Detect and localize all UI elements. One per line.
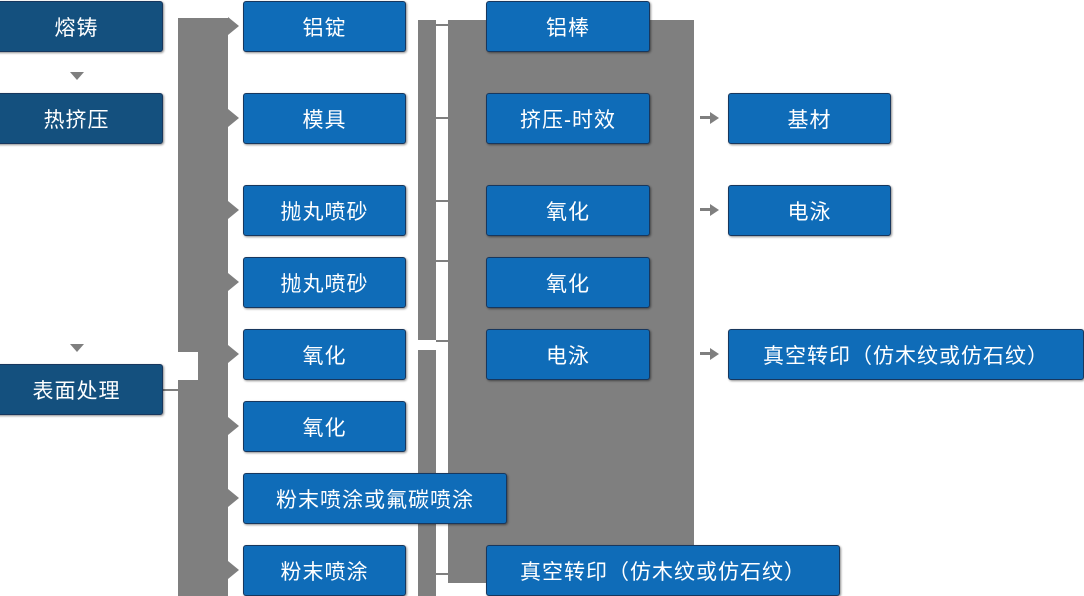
process-box-vacuum-transfer-c3[interactable]: 真空转印（仿木纹或仿石纹） [486,545,840,596]
process-label-aluminum-ingot: 铝锭 [302,16,347,40]
process-box-aluminum-ingot[interactable]: 铝锭 [243,1,406,52]
process-label-oxidation-c2-2: 氧化 [302,416,347,440]
connector-tip-1 [228,17,239,35]
process-label-mold: 模具 [302,108,347,132]
stage-box-hot-extrusion[interactable]: 热挤压 [0,93,163,144]
stage-label-hot-extrusion: 热挤压 [43,108,110,132]
connector-arrow-down-melting [70,72,84,80]
process-box-aluminum-bar[interactable]: 铝棒 [486,1,650,52]
process-box-powder-or-fluorocarbon-coating[interactable]: 粉末喷涂或氟碳喷涂 [243,473,507,524]
process-box-oxidation-c2-1[interactable]: 氧化 [243,329,406,380]
connector-tip-4 [228,273,239,291]
process-box-oxidation-c2-2[interactable]: 氧化 [243,401,406,452]
arrow-head-to-c4-2 [710,204,719,216]
connector-tick-m5 [436,340,450,342]
connector-tick-m2 [436,117,450,119]
stage-label-surface-treatment: 表面处理 [32,379,121,403]
process-box-shot-blasting-1[interactable]: 抛丸喷砂 [243,185,406,236]
stage-box-melting[interactable]: 熔铸 [0,1,163,52]
process-label-oxidation-c3-1: 氧化 [546,200,590,224]
connector-bar-left-lower [178,380,228,596]
process-box-extrusion-aging[interactable]: 挤压-时效 [486,93,650,144]
result-label-electrophoresis: 电泳 [787,200,832,224]
connector-tip-5 [228,345,239,363]
stage-box-surface-treatment[interactable]: 表面处理 [0,364,163,415]
connector-stub-surface [163,389,183,391]
process-label-vacuum-transfer-c3: 真空转印（仿木纹或仿石纹） [520,560,806,584]
process-label-extrusion-aging: 挤压-时效 [520,108,616,132]
result-box-substrate[interactable]: 基材 [728,93,891,144]
connector-tick-m4 [436,260,450,262]
process-box-powder-coating[interactable]: 粉末喷涂 [243,545,406,596]
connector-tick-m1 [436,24,450,26]
process-box-electrophoresis-c3[interactable]: 电泳 [486,329,650,380]
process-label-oxidation-c3-2: 氧化 [546,272,590,296]
process-label-electrophoresis-c3: 电泳 [546,344,590,368]
connector-arrow-down-extrude [70,344,84,352]
process-box-shot-blasting-2[interactable]: 抛丸喷砂 [243,257,406,308]
process-label-aluminum-bar: 铝棒 [546,16,590,40]
connector-tip-2 [228,109,239,127]
arrow-line-to-c4-1 [700,116,712,119]
result-box-electrophoresis[interactable]: 电泳 [728,185,891,236]
connector-tip-6 [228,417,239,435]
process-box-oxidation-c3-1[interactable]: 氧化 [486,185,650,236]
connector-tip-7 [228,489,239,507]
connector-tip-8 [228,561,239,579]
process-label-powder-coating: 粉末喷涂 [280,560,369,584]
arrow-line-to-c4-3 [700,352,712,355]
process-label-shot-blasting-2: 抛丸喷砂 [280,272,369,296]
connector-rail-middle-upper [418,20,436,340]
process-label-oxidation-c2-1: 氧化 [302,344,347,368]
result-label-vacuum-transfer: 真空转印（仿木纹或仿石纹） [763,344,1049,368]
arrow-head-to-c4-3 [710,348,719,360]
arrow-head-to-c4-1 [710,112,719,124]
process-box-mold[interactable]: 模具 [243,93,406,144]
result-label-substrate: 基材 [787,108,832,132]
result-box-vacuum-transfer[interactable]: 真空转印（仿木纹或仿石纹） [728,329,1084,380]
process-label-shot-blasting-1: 抛丸喷砂 [280,200,369,224]
connector-notch-surface [163,352,198,382]
connector-tick-m6 [436,573,450,575]
connector-tick-m3 [436,200,450,202]
process-label-powder-or-fluorocarbon-coating: 粉末喷涂或氟碳喷涂 [276,488,474,512]
arrow-line-to-c4-2 [700,208,712,211]
connector-tip-3 [228,201,239,219]
stage-label-melting: 熔铸 [54,16,99,40]
process-box-oxidation-c3-2[interactable]: 氧化 [486,257,650,308]
